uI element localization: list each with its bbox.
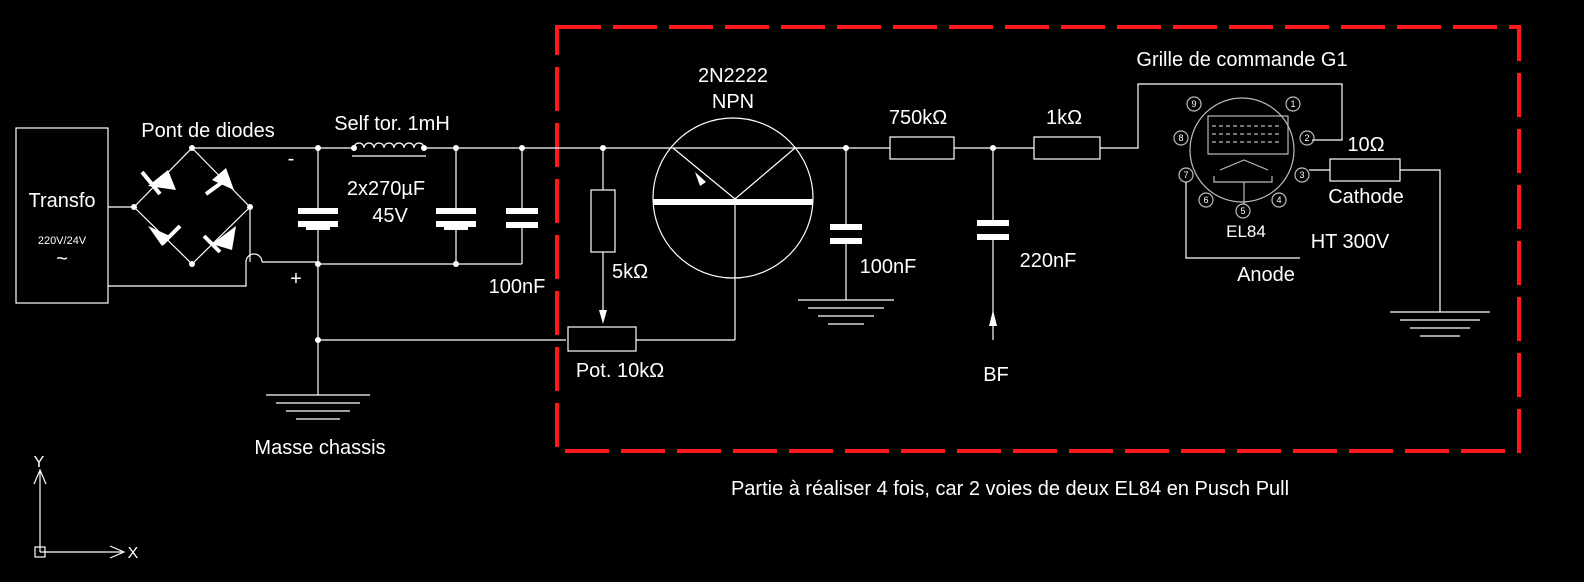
- tube-pins: 1 2 3 4 5 6 7 8 9: [1173, 96, 1315, 219]
- svg-text:2: 2: [1304, 133, 1309, 143]
- svg-text:3: 3: [1299, 170, 1304, 180]
- decoupling-capacitor-100nf: [506, 148, 538, 264]
- tube-label: EL84: [1226, 222, 1266, 241]
- filter-voltage-label: 45V: [372, 205, 408, 227]
- axis-x-label: X: [128, 545, 139, 562]
- resistor-1k: [1033, 136, 1101, 160]
- r-750k-label: 750kΩ: [889, 107, 947, 129]
- svg-text:1: 1: [1290, 99, 1295, 109]
- resistor-5k: [590, 189, 616, 253]
- caption: Partie à réaliser 4 fois, car 2 voies de…: [731, 478, 1289, 500]
- choke-label: Self tor. 1mH: [334, 113, 450, 135]
- grid-label: Grille de commande G1: [1136, 49, 1347, 71]
- transformer-label: Transfo: [28, 190, 95, 212]
- pot-label: Pot. 10kΩ: [576, 360, 664, 382]
- transformer: Transfo 220V/24V ~: [15, 127, 109, 304]
- anode-label: Anode: [1237, 264, 1295, 286]
- svg-text:6: 6: [1203, 195, 1208, 205]
- transformer-rating: 220V/24V: [38, 235, 87, 247]
- cap-100nf-label-a: 100nF: [489, 276, 546, 298]
- svg-text:7: 7: [1183, 170, 1188, 180]
- resistor-10-ohm: [1329, 158, 1401, 182]
- npn-transistor: [652, 117, 846, 279]
- repeated-section-frame: [555, 25, 1521, 453]
- axis-y-label: Y: [34, 454, 45, 471]
- chassis-ground-symbol: [266, 394, 370, 420]
- bf-input-label: BF: [983, 364, 1009, 386]
- decoupling-capacitor-100nf-b: [830, 148, 862, 300]
- ht-label: HT 300V: [1311, 231, 1390, 253]
- minus-sign: -: [288, 148, 295, 170]
- potentiometer: [567, 326, 637, 352]
- svg-text:5: 5: [1240, 206, 1245, 216]
- resistor-750k: [889, 136, 955, 160]
- diode-bridge: Pont de diodes: [131, 120, 275, 267]
- r-1k-label: 1kΩ: [1046, 107, 1082, 129]
- svg-text:4: 4: [1276, 195, 1281, 205]
- filter-capacitor-1: [298, 148, 338, 264]
- bridge-label: Pont de diodes: [141, 120, 274, 142]
- filter-caps-label: 2x270µF: [347, 178, 425, 200]
- r-10-label: 10Ω: [1347, 134, 1384, 156]
- ac-symbol: ~: [56, 248, 68, 270]
- svg-text:8: 8: [1178, 133, 1183, 143]
- toroidal-choke: Self tor. 1mH: [334, 113, 450, 157]
- ground-symbol-3: [1390, 311, 1490, 337]
- cap-100nf-label-b: 100nF: [860, 256, 917, 278]
- cathode-label: Cathode: [1328, 186, 1404, 208]
- transistor-model: 2N2222: [698, 65, 768, 87]
- coordinate-axes-icon: [33, 468, 126, 559]
- ground-chassis-label: Masse chassis: [254, 437, 385, 459]
- svg-text:9: 9: [1191, 99, 1196, 109]
- transistor-type: NPN: [712, 91, 754, 113]
- r-5k-label: 5kΩ: [612, 261, 648, 283]
- el84-tube: [1189, 97, 1295, 204]
- ground-symbol-2: [798, 299, 894, 325]
- coupling-capacitor-220nf: [977, 148, 1009, 340]
- plus-sign: +: [290, 268, 302, 290]
- filter-capacitor-2: [436, 148, 476, 264]
- cap-220nf-label: 220nF: [1020, 250, 1077, 272]
